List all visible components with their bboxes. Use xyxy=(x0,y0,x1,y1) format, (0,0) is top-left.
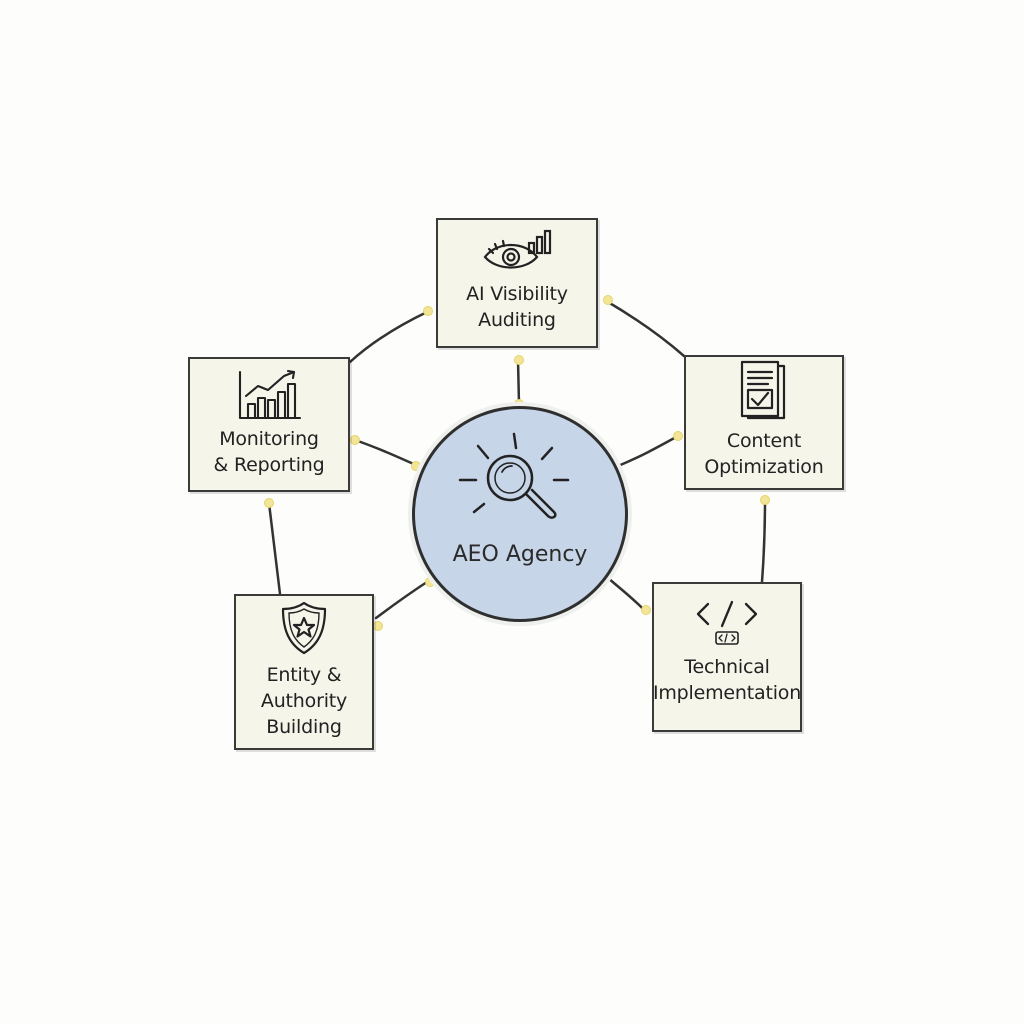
hub-circle xyxy=(412,406,628,622)
connector-dot xyxy=(264,498,274,508)
node-label: Entity & Authority Building xyxy=(261,662,347,740)
connector-content-to-technical xyxy=(760,498,767,584)
connector-dot xyxy=(673,431,683,441)
node-label-line: Auditing xyxy=(478,309,556,331)
node-label-line: Implementation xyxy=(652,682,802,704)
shield-star-icon xyxy=(281,601,327,655)
node-ai-visibility-auditing: AI Visibility Auditing xyxy=(436,218,598,348)
code-icon xyxy=(696,600,758,645)
node-label-line: Entity & xyxy=(266,664,342,686)
connector-dot xyxy=(350,435,360,445)
node-label: AI Visibility Auditing xyxy=(466,281,568,333)
connector-hub-to-monitoring xyxy=(353,438,420,468)
connector-dot xyxy=(411,461,421,471)
connector-dot xyxy=(641,605,651,615)
connector-auditing-to-content xyxy=(606,300,686,358)
connector-hub-to-content xyxy=(616,434,680,468)
eye-chart-icon xyxy=(483,229,552,269)
node-label-line: AI Visibility xyxy=(466,283,568,305)
document-check-icon xyxy=(740,360,786,419)
connector-dot xyxy=(514,355,524,365)
connector-dot xyxy=(425,577,435,587)
magnifying-glass-icon xyxy=(458,432,570,519)
connector-dot xyxy=(423,306,433,316)
connector-hub-to-entity xyxy=(374,578,432,620)
node-monitoring-reporting: Monitoring & Reporting xyxy=(188,357,350,492)
node-content-optimization: Content Optimization xyxy=(684,355,844,490)
node-label: Content Optimization xyxy=(704,428,823,480)
connector-hub-to-technical xyxy=(606,576,648,614)
node-label-line: Optimization xyxy=(704,455,824,478)
connector-hub-to-auditing xyxy=(516,358,521,406)
node-entity-authority-building: Entity & Authority Building xyxy=(234,594,374,750)
node-label: Monitoring & Reporting xyxy=(213,426,324,478)
connector-dot xyxy=(373,621,383,631)
node-label-line: Content xyxy=(726,429,802,452)
node-label: Technical Implementation xyxy=(653,654,801,706)
node-label-line: Technical xyxy=(684,656,770,678)
bar-chart-growth-icon xyxy=(238,369,302,419)
node-label-line: Authority xyxy=(260,690,348,712)
node-label-line: & Reporting xyxy=(213,453,325,476)
connector-monitoring-to-entity xyxy=(267,501,282,596)
connector-dot xyxy=(760,495,770,505)
node-technical-implementation: Technical Implementation xyxy=(652,582,802,732)
node-label-line: Monitoring xyxy=(219,427,319,450)
connector-dot xyxy=(603,295,613,305)
node-label-line: Building xyxy=(266,716,342,738)
connector-auditing-to-monitoring xyxy=(348,310,429,364)
hub-label: AEO Agency xyxy=(452,542,588,567)
